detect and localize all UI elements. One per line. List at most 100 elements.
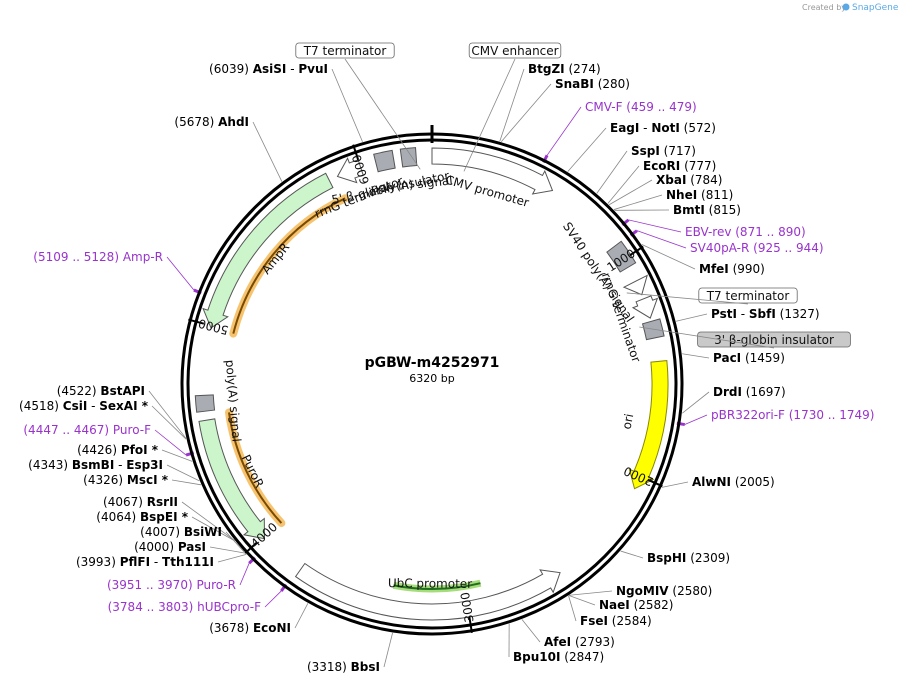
site-leader-fsei (568, 595, 577, 622)
primer-label-hubcpro-f[interactable]: (3784 .. 3803) hUBCpro-F (108, 600, 261, 614)
primer-label-pbr322ori-f[interactable]: pBR322ori-F (1730 .. 1749) (711, 408, 874, 422)
plasmid-size: 6320 bp (409, 372, 454, 385)
primer-leader-cmv-f (546, 106, 582, 156)
feature-polya-top[interactable] (399, 147, 418, 168)
site-leader-eagi (567, 127, 607, 172)
site-leader-ngomiv (569, 590, 613, 596)
site-leader-bspei (191, 516, 235, 542)
site-label-naei[interactable]: NaeI (2582) (599, 598, 673, 612)
primer-leader-puro-f (154, 429, 187, 456)
site-label-bspei[interactable]: (4064) BspEI * (96, 510, 188, 524)
site-leader-econi (294, 603, 309, 629)
site-label-paci[interactable]: PacI (1459) (713, 351, 785, 365)
site-label-psti[interactable]: PstI - SbfI (1327) (711, 307, 820, 321)
site-label-msci[interactable]: (4326) MscI * (83, 473, 169, 487)
primer-label-sv40pa-r[interactable]: SV40pA-R (925 .. 944) (690, 241, 824, 255)
site-leader-mfei (641, 244, 696, 270)
feature-ampr[interactable] (202, 172, 334, 329)
label-leader-lines (148, 68, 710, 668)
snapgene-logo: SnapGene (842, 3, 899, 13)
site-label-drdi[interactable]: DrdI (1697) (713, 385, 786, 399)
site-label-eagi[interactable]: EagI - NotI (572) (610, 121, 716, 135)
site-leader-msci (171, 479, 202, 486)
tick-mark-3000 (468, 616, 473, 633)
site-label-sspi[interactable]: SspI (717) (631, 144, 696, 158)
site-label-ecori[interactable]: EcoRI (777) (643, 159, 716, 173)
site-label-fsei[interactable]: FseI (2584) (580, 614, 652, 628)
site-leader-paci (682, 353, 710, 359)
feature-rrng-terminator-l[interactable] (336, 157, 364, 184)
site-label-econi[interactable]: (3678) EcoNI (209, 621, 291, 635)
feature-cmv-promoter[interactable] (431, 147, 554, 195)
site-label-snabi[interactable]: SnaBI (280) (555, 77, 630, 91)
site-leader-psti (675, 313, 708, 322)
site-label-pfoi[interactable]: (4426) PfoI * (77, 443, 159, 457)
site-leader-rsrii (181, 501, 235, 541)
primer-label-puro-f[interactable]: (4447 .. 4467) Puro-F (23, 423, 151, 437)
tick-label-3000: 3000 (458, 591, 477, 623)
site-label-nhei[interactable]: NheI (811) (666, 188, 733, 202)
site-leader-nhei (613, 194, 663, 210)
primer-label-cmv-f[interactable]: CMV-F (459 .. 479) (585, 100, 697, 114)
orf-highlight-amp-orf (229, 194, 350, 338)
feature-ori[interactable] (628, 360, 669, 490)
site-leader-bsiwi (225, 531, 245, 553)
site-label-btgzi[interactable]: BtgZI (274) (528, 62, 601, 76)
site-leader-bbsi (383, 632, 393, 668)
primer-label-puro-r[interactable]: (3951 .. 3970) Puro-R (107, 578, 236, 592)
site-label-alwni[interactable]: AlwNI (2005) (692, 475, 775, 489)
site-label-ngomiv[interactable]: NgoMIV (2580) (616, 584, 712, 598)
site-label-xbai[interactable]: XbaI (784) (656, 173, 723, 187)
plasmid-backbone (180, 125, 684, 636)
outer-feature-label-b-globin-3[interactable]: 3' β-globin insulator (639, 326, 851, 349)
site-label-bsphi[interactable]: BspHI (2309) (647, 551, 730, 565)
credit-text: Created by (802, 3, 846, 12)
site-label-bmti[interactable]: BmtI (815) (673, 203, 741, 217)
site-leader-naei (568, 595, 596, 606)
outer-feature-label-cmv-enhancer[interactable]: CMV enhancer (463, 42, 562, 172)
feature-pur[interactable] (198, 418, 266, 540)
site-label-mfei[interactable]: MfeI (990) (699, 262, 765, 276)
site-label-bbsi[interactable]: (3318) BbsI (307, 660, 380, 674)
site-label-ahdi[interactable]: (5678) AhdI (174, 115, 249, 129)
site-leader-ecori (607, 165, 640, 204)
feature-b-globin-5[interactable] (373, 149, 396, 173)
feature-rrng-terminator-r[interactable] (631, 295, 659, 319)
primer-leader-hubcpro-f (264, 590, 282, 608)
site-label-bsmbi[interactable]: (4343) BsmBI - Esp3I (28, 458, 163, 472)
svg-text:CMV enhancer: CMV enhancer (471, 44, 558, 58)
tick-mark-4000 (244, 541, 258, 554)
site-label-bpu10i[interactable]: Bpu10I (2847) (513, 650, 604, 664)
feature-ubc-promoter[interactable] (294, 562, 561, 621)
site-label-bstapi[interactable]: (4522) BstAPI (57, 384, 145, 398)
site-label-rsrii[interactable]: (4067) RsrII (103, 495, 178, 509)
svg-text:3' β-globin insulator: 3' β-globin insulator (714, 333, 834, 347)
site-label-pflfi[interactable]: (3993) PflFI - Tth111I (76, 555, 214, 569)
site-label-pasi[interactable]: (4000) PasI (134, 540, 206, 554)
orf-arrow-hubc-orf (393, 582, 481, 590)
site-leader-alwni (661, 481, 689, 488)
primer-label-amp-r[interactable]: (5109 .. 5128) Amp-R (33, 250, 163, 264)
outer-feature-label-t7-terminator-top[interactable]: T7 terminator (295, 42, 421, 170)
site-leader-bstapi (148, 390, 187, 439)
site-label-bsiwi[interactable]: (4007) BsiWI (140, 525, 222, 539)
site-label-afei[interactable]: AfeI (2793) (544, 635, 615, 649)
svg-text:T7 terminator: T7 terminator (706, 289, 790, 303)
feature-label-polya-left: poly(A) signal (223, 359, 244, 442)
site-label-csii[interactable]: (4518) CsiI - SexAI * (19, 399, 149, 413)
primer-leader-puro-r (239, 563, 250, 586)
feature-polya-left[interactable] (194, 394, 216, 413)
tick-mark-2000 (647, 478, 663, 488)
site-leader-drdi (682, 391, 710, 414)
tick-mark-1000 (629, 245, 644, 257)
outer-feature-label-t7-terminator-right[interactable]: T7 terminator (626, 287, 798, 305)
feature-sv40-polya[interactable] (606, 240, 637, 273)
site-leader-ahdi (252, 121, 283, 182)
svg-text:SnapGene: SnapGene (852, 3, 899, 13)
site-label-asisi[interactable]: (6039) AsiSI - PvuI (209, 62, 328, 76)
site-leader-pfoi (161, 449, 193, 462)
feature-t7-term-r[interactable] (622, 274, 648, 296)
primer-label-ebv-rev[interactable]: EBV-rev (871 .. 890) (685, 225, 806, 239)
tick-mark-6000 (352, 144, 360, 161)
